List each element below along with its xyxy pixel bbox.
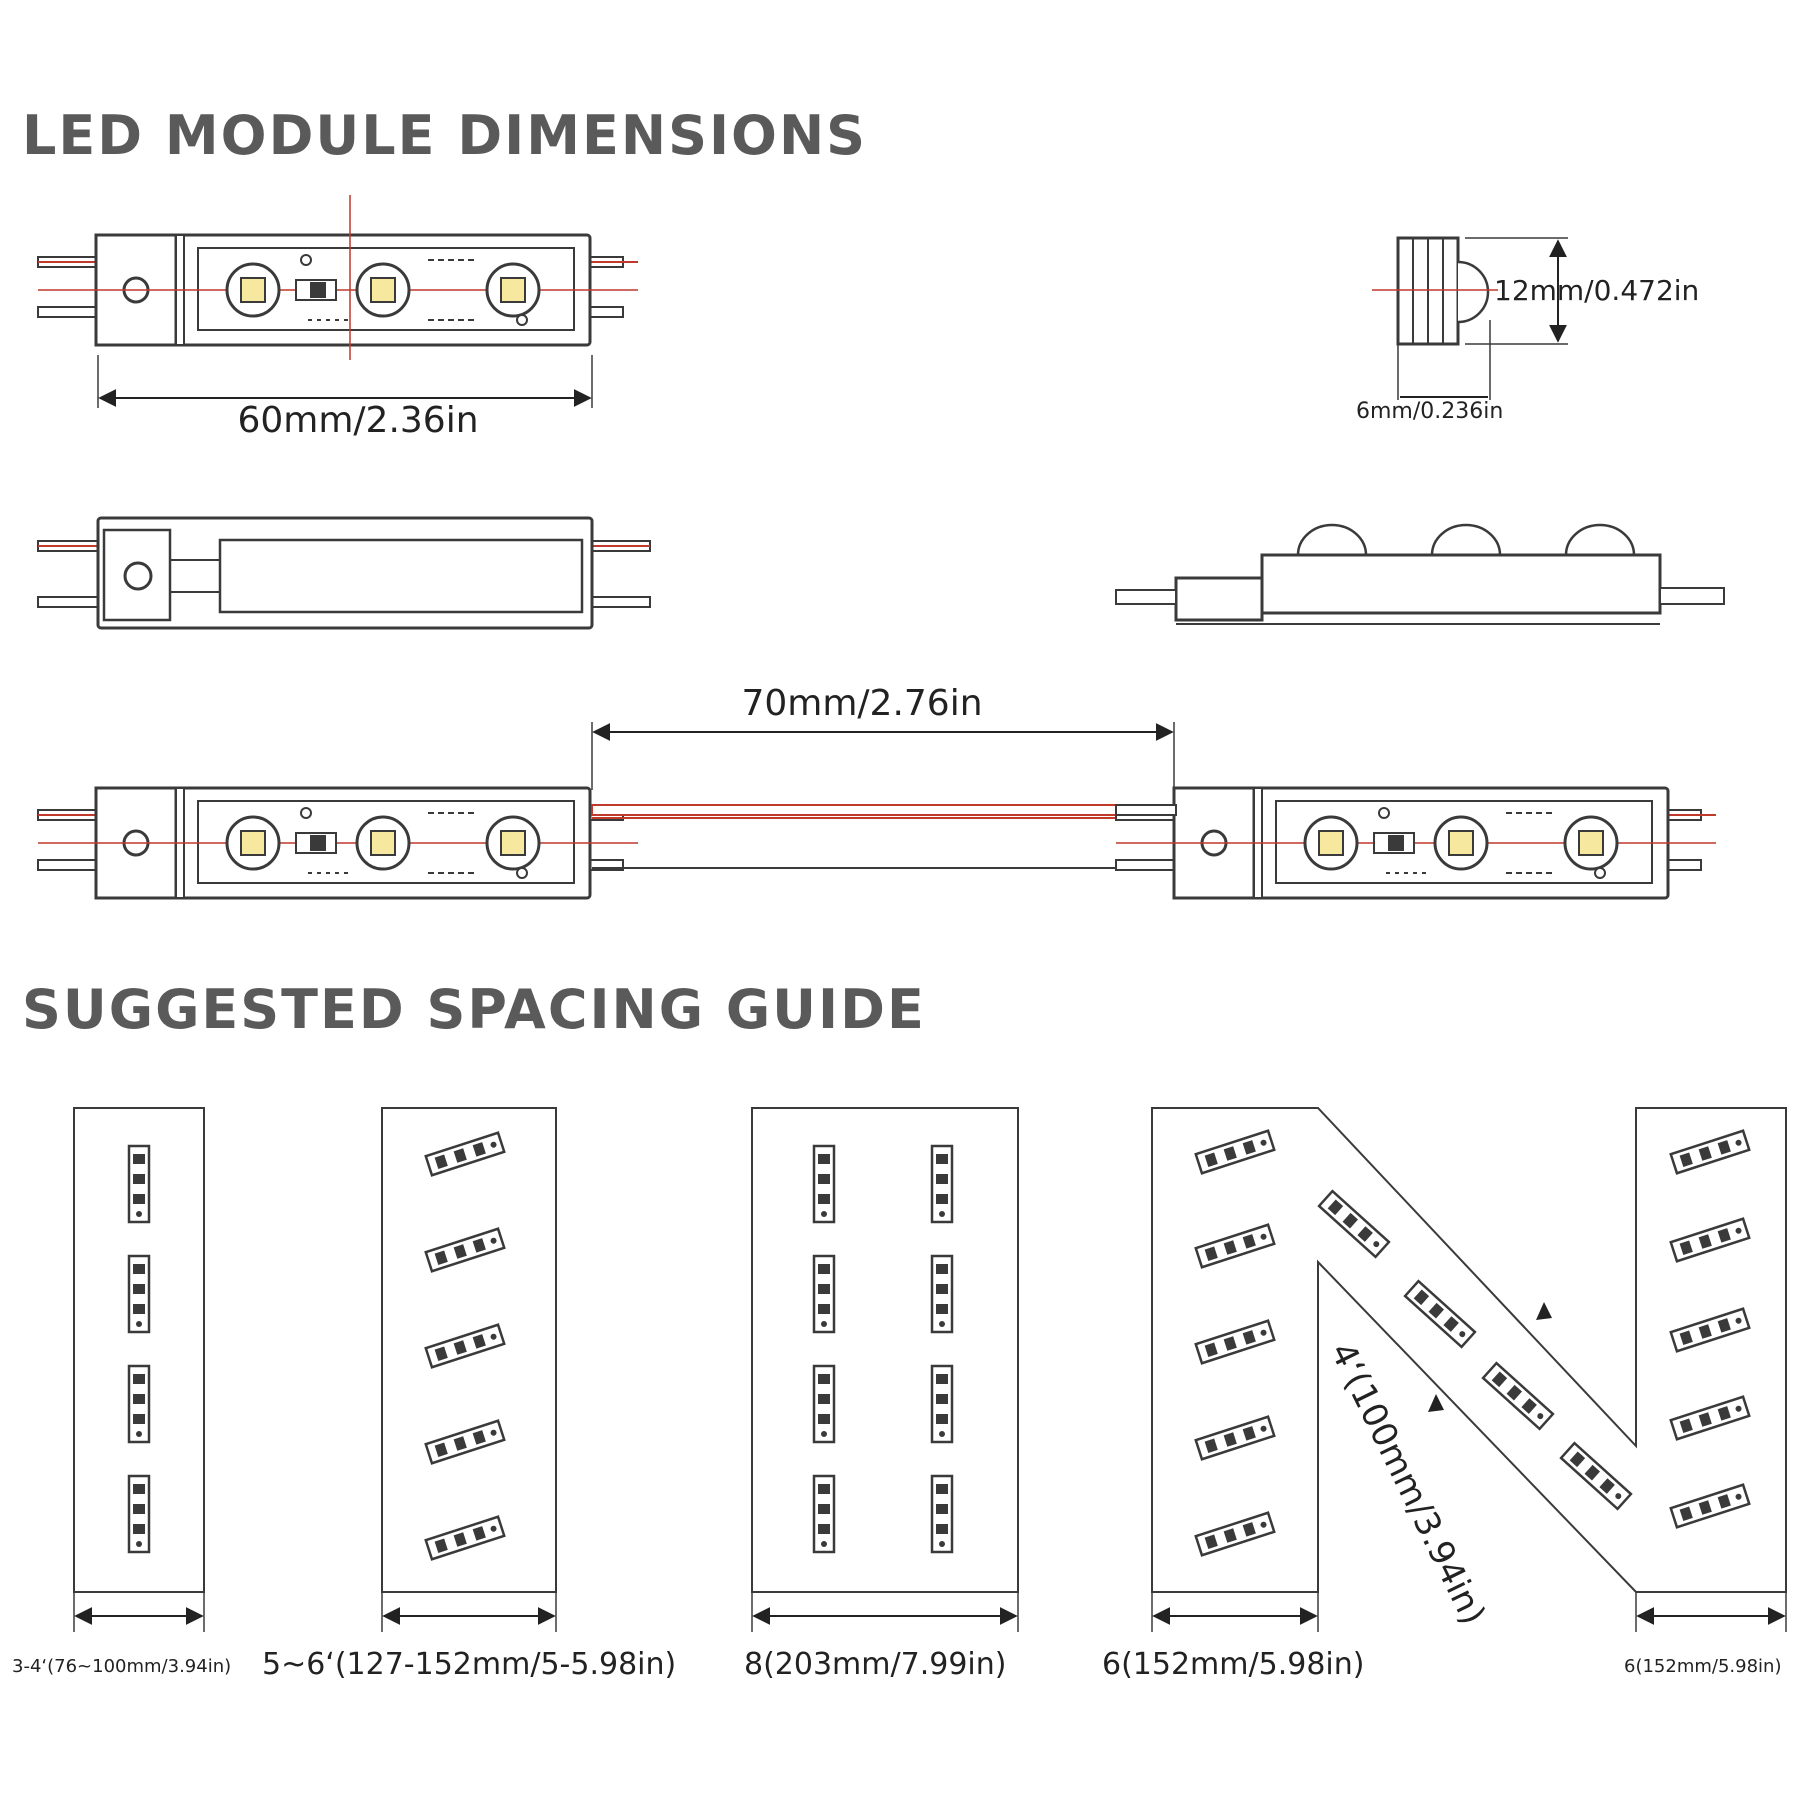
wire-length-label: 70mm/2.76in — [741, 683, 982, 724]
length-label: 60mm/2.36in — [237, 400, 478, 441]
depth-label: 6mm/0.236in — [1356, 399, 1503, 424]
connected-modules — [36, 786, 1718, 900]
letter4-left-label: 6(152mm/5.98in) — [1102, 1647, 1364, 1682]
spacing-guide-heading: SUGGESTED SPACING GUIDE — [22, 978, 926, 1041]
letter-1: 3-4‘(76~100mm/3.94in) — [12, 1107, 231, 1677]
module-top-view — [36, 195, 640, 360]
module-side-view — [1115, 523, 1725, 625]
module-back-view — [37, 516, 651, 630]
module-end-view: 12mm/0.472in 6mm/0.236in — [1356, 236, 1699, 424]
letter-2: 5~6‘(127-152mm/5-5.98in) — [262, 1107, 676, 1682]
module-dimensions-heading: LED MODULE DIMENSIONS — [22, 104, 868, 167]
letter-3: 8(203mm/7.99in) — [744, 1107, 1019, 1682]
letter-n: 4‘(100mm/3.94in) 6(152mm/5.98in) 6(152mm… — [1102, 1107, 1787, 1682]
letter1-label: 3-4‘(76~100mm/3.94in) — [12, 1656, 231, 1677]
length-dimension: 60mm/2.36in — [97, 355, 593, 441]
letter2-label: 5~6‘(127-152mm/5-5.98in) — [262, 1647, 676, 1682]
letter3-label: 8(203mm/7.99in) — [744, 1647, 1006, 1682]
height-label: 12mm/0.472in — [1494, 274, 1699, 307]
letter4-right-label: 6(152mm/5.98in) — [1624, 1656, 1781, 1677]
wire-length-dimension: 70mm/2.76in — [591, 683, 1175, 790]
